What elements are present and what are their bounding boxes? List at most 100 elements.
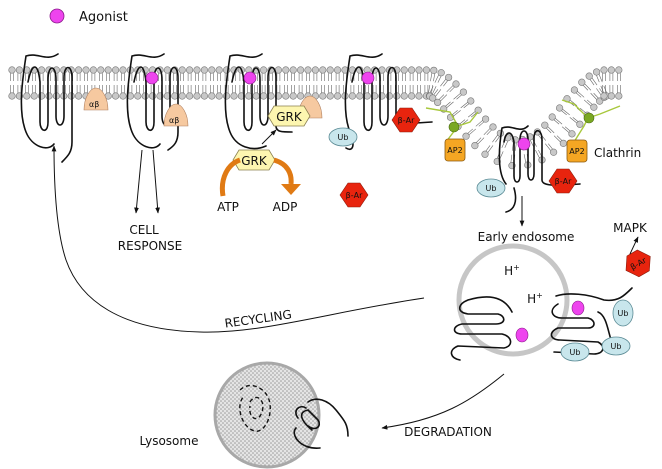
lipid-head xyxy=(208,66,216,74)
lipid-head xyxy=(30,92,38,100)
lipid-head xyxy=(462,132,470,140)
lipid-head xyxy=(311,66,320,74)
lipid-head xyxy=(282,66,290,74)
lipid-head xyxy=(482,115,490,123)
lipid-head xyxy=(8,92,16,100)
proton-2: H+ xyxy=(527,291,543,306)
lipid-head xyxy=(297,92,305,100)
lipid-head xyxy=(97,66,105,74)
lipid-head xyxy=(104,66,112,74)
lipid-head xyxy=(400,92,408,100)
adp-label: ADP xyxy=(273,200,298,214)
lipid-head xyxy=(89,66,97,74)
lipid-head xyxy=(193,66,201,74)
lipid-head xyxy=(452,80,460,88)
svg-text:Ub: Ub xyxy=(486,184,497,193)
lipid-head xyxy=(319,66,327,74)
degradation-label: DEGRADATION xyxy=(404,425,492,439)
degraded-receptor xyxy=(239,385,271,432)
ubiquitin-1: Ub xyxy=(328,127,358,147)
lipid-head xyxy=(555,104,564,112)
lipid-head xyxy=(600,92,608,100)
lipid-head xyxy=(119,66,127,74)
cell-response-label-1: CELL xyxy=(129,223,159,237)
receptor-inactive xyxy=(20,53,73,163)
lipid-head xyxy=(471,141,479,150)
lipid-head xyxy=(23,92,31,100)
agonist-bound xyxy=(361,71,375,85)
atp-label: ATP xyxy=(217,200,239,214)
svg-text:αβ: αβ xyxy=(169,116,179,125)
svg-text:GRK: GRK xyxy=(241,154,268,168)
agonist-bound xyxy=(243,71,257,85)
ubiquitin-2: Ub xyxy=(476,178,506,198)
lipid-head xyxy=(215,66,223,74)
lysosome xyxy=(213,361,321,469)
lipid-head xyxy=(208,92,216,100)
free-agonist xyxy=(515,327,529,343)
lipid-head xyxy=(607,92,616,100)
clathrin-label: Clathrin xyxy=(594,146,641,160)
svg-text:H+: H+ xyxy=(504,263,520,278)
clathrin-right xyxy=(561,99,621,143)
lipid-head xyxy=(215,92,223,100)
beta-arrestin-endosome: β-Ar xyxy=(625,249,651,278)
lipid-head xyxy=(548,113,556,121)
lipid-head xyxy=(260,92,268,100)
lipid-head xyxy=(67,92,75,100)
adp-arrowhead xyxy=(281,184,301,195)
receptor-active xyxy=(126,53,179,151)
lipid-head xyxy=(607,66,616,74)
lipid-head xyxy=(434,98,442,107)
lipid-head xyxy=(585,72,593,80)
ubiquitin-3: Ub xyxy=(612,299,634,327)
lipid-head xyxy=(437,69,445,77)
lipid-head xyxy=(590,103,598,111)
atp-adp-arrow xyxy=(219,157,294,197)
lipid-head xyxy=(178,66,186,74)
lipid-head xyxy=(541,121,549,129)
lipid-head xyxy=(429,94,437,102)
ubiquitin-4: Ub xyxy=(601,336,631,356)
lipid-head xyxy=(408,66,416,74)
lipid-head xyxy=(245,92,253,100)
lipid-head xyxy=(408,92,416,100)
receptor-grk-bound xyxy=(224,53,293,150)
lipid-head xyxy=(171,92,179,100)
agonist-legend-icon xyxy=(49,8,65,24)
lipid-head xyxy=(230,92,238,100)
cell-response-label-2: RESPONSE xyxy=(118,239,182,253)
svg-text:Ub: Ub xyxy=(611,342,622,351)
cell-response-arrow-2 xyxy=(152,149,160,214)
lipid-head xyxy=(415,92,423,100)
receptor-entering-lysosome xyxy=(293,398,349,449)
receptor-endosome-left xyxy=(450,296,513,361)
lipid-head xyxy=(481,150,489,158)
lipid-head xyxy=(615,92,623,100)
lipid-head xyxy=(289,66,297,74)
grk-membrane: GRK xyxy=(267,105,311,127)
cell-response-arrow-1 xyxy=(134,149,143,214)
svg-text:Ub: Ub xyxy=(570,348,581,357)
lipid-head xyxy=(8,66,16,74)
lipid-head xyxy=(282,92,290,100)
lipid-head xyxy=(193,92,201,100)
lipid-head xyxy=(334,66,342,74)
recycling-label: RECYCLING xyxy=(224,307,293,330)
lipid-head xyxy=(430,66,438,74)
lipid-head xyxy=(550,148,558,156)
legend: Agonist xyxy=(49,8,128,25)
lipid-head xyxy=(252,92,260,100)
lipid-head xyxy=(467,97,475,105)
lipid-head xyxy=(141,92,149,100)
lipid-head xyxy=(326,66,334,74)
svg-text:αβ: αβ xyxy=(89,100,99,109)
degradation-arrow xyxy=(381,373,505,430)
recycling-arrow xyxy=(51,145,425,333)
ubiquitin-5: Ub xyxy=(560,342,590,362)
lipid-head xyxy=(578,78,586,86)
early-endosome xyxy=(456,243,570,357)
svg-text:AP2: AP2 xyxy=(447,146,462,155)
lipid-head xyxy=(15,66,24,74)
lipid-head xyxy=(74,66,83,74)
